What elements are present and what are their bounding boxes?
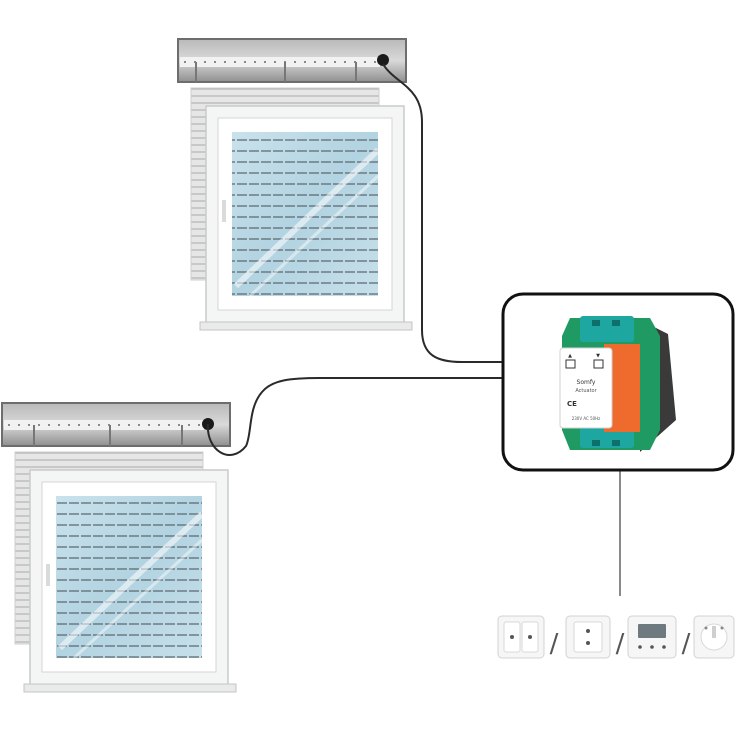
switch-separator: / xyxy=(616,629,625,659)
actuator-voltage-label: 230V AC 50Hz xyxy=(572,416,601,421)
window-bottom xyxy=(1,402,237,693)
digital-timer-switch-icon xyxy=(627,615,677,659)
window-top xyxy=(177,38,413,331)
actuator-type-label: Actuator xyxy=(575,388,597,394)
window-handle-icon xyxy=(222,200,226,222)
switch-separator: / xyxy=(682,629,691,659)
motor-icon xyxy=(377,54,389,66)
switch-options: / / / xyxy=(497,615,735,659)
window-frame-top xyxy=(199,105,413,331)
actuator-brand-label: Somfy xyxy=(577,379,596,386)
actuator-ce-mark: CE xyxy=(567,400,577,408)
actuator-down-symbol: ▼ xyxy=(596,353,600,359)
actuator-panel: ▲ ▼ Somfy Actuator CE 230V AC 50Hz xyxy=(501,292,735,472)
rotary-switch-icon xyxy=(693,615,735,659)
single-button-switch-icon xyxy=(565,615,611,659)
wire-top-to-actuator xyxy=(382,63,505,363)
actuator-module: ▲ ▼ Somfy Actuator CE 230V AC 50Hz xyxy=(559,316,676,452)
double-rocker-switch-icon xyxy=(497,615,545,659)
window-frame-bottom xyxy=(23,469,237,693)
actuator-up-symbol: ▲ xyxy=(568,353,572,359)
window-handle-icon xyxy=(46,564,50,586)
switch-separator: / xyxy=(550,629,559,659)
wire-bottom-to-actuator xyxy=(206,377,505,456)
shutter-box-bottom xyxy=(1,402,231,447)
shutter-box-top xyxy=(177,38,407,83)
wires xyxy=(206,63,621,596)
